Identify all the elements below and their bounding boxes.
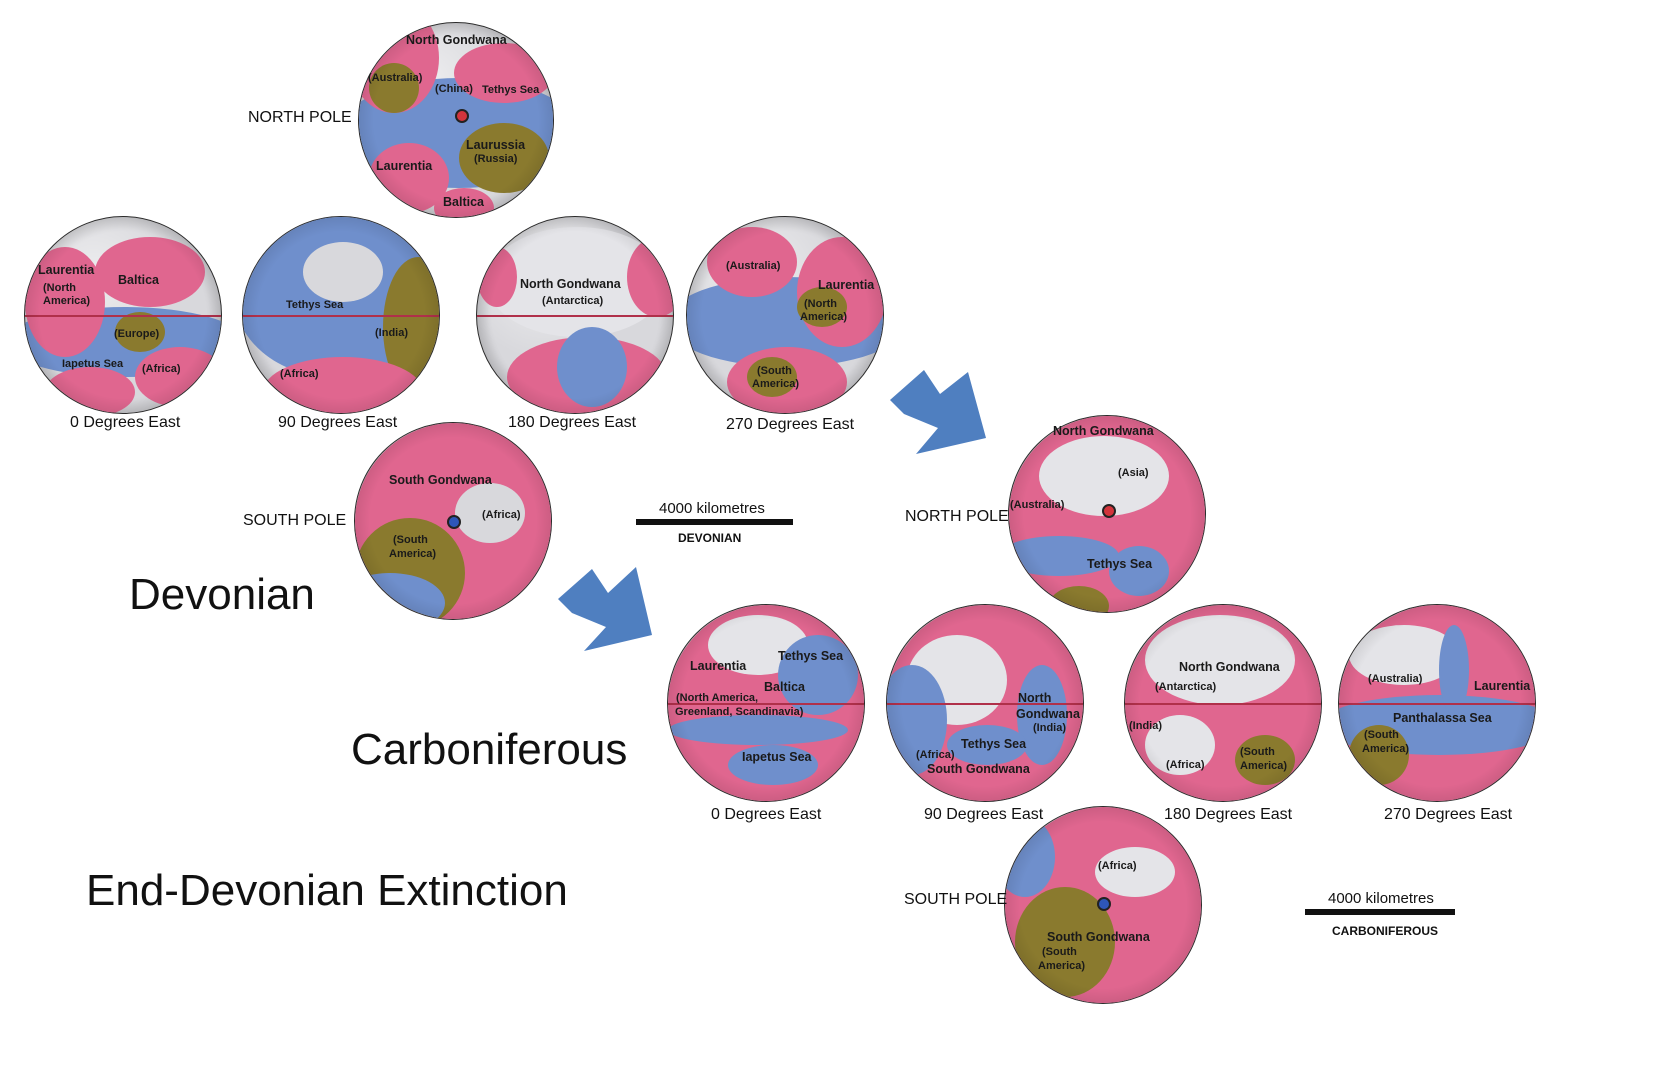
label-tethys-sea: Tethys Sea bbox=[1087, 557, 1153, 571]
label-baltica: Baltica bbox=[118, 273, 159, 287]
label-america: America) bbox=[752, 378, 800, 390]
label-africa: (Africa) bbox=[280, 368, 319, 380]
devonian-globe-90-east bbox=[242, 216, 440, 414]
label-australia: (Australia) bbox=[1010, 499, 1065, 511]
south-pole-marker-icon bbox=[447, 515, 461, 529]
carboniferous-north-pole-globe bbox=[1008, 415, 1206, 613]
label-europe: (Europe) bbox=[114, 328, 160, 340]
north-pole-marker-icon bbox=[455, 109, 469, 123]
label-south-gondwana: South Gondwana bbox=[389, 473, 492, 487]
devonian-globe-0-east bbox=[24, 216, 222, 414]
caption-270-degrees-east: 270 Degrees East bbox=[1384, 806, 1513, 823]
label-russia: (Russia) bbox=[474, 153, 518, 165]
label-laurentia: Laurentia bbox=[690, 659, 747, 673]
label-iapetus-sea: Iapetus Sea bbox=[742, 750, 812, 764]
label-south: (South bbox=[1042, 946, 1077, 958]
label-africa: (Africa) bbox=[916, 749, 955, 761]
label-antarctica: (Antarctica) bbox=[542, 295, 604, 307]
label-north-gondwana: North Gondwana bbox=[1179, 660, 1280, 674]
label-tethys-sea: Tethys Sea bbox=[778, 649, 844, 663]
label-gondwana: Gondwana bbox=[1016, 707, 1080, 721]
label-india: (India) bbox=[1129, 720, 1162, 732]
label-america: America) bbox=[389, 548, 437, 560]
arrow-to-carboniferous-north-icon bbox=[890, 370, 986, 454]
label-china: (China) bbox=[435, 83, 473, 95]
carboniferous-north-pole-label: NORTH POLE bbox=[905, 508, 1009, 525]
devonian-south-pole-globe bbox=[354, 422, 552, 620]
label-north-gondwana: North Gondwana bbox=[406, 33, 507, 47]
label-india: (India) bbox=[1033, 722, 1066, 734]
label-america: America) bbox=[800, 311, 848, 323]
caption-90-degrees-east: 90 Degrees East bbox=[278, 414, 398, 431]
devonian-north-pole-label: NORTH POLE bbox=[248, 109, 352, 126]
north-pole-marker-icon bbox=[1102, 504, 1116, 518]
label-panthalassa-sea: Panthalassa Sea bbox=[1393, 711, 1492, 725]
carboniferous-globe-0-east bbox=[667, 604, 865, 802]
label-africa: (Africa) bbox=[1098, 860, 1137, 872]
label-north-gondwana: North Gondwana bbox=[520, 277, 621, 291]
label-australia: (Australia) bbox=[368, 72, 423, 84]
label-america: America) bbox=[1240, 760, 1288, 772]
label-africa: (Africa) bbox=[482, 509, 521, 521]
label-america: America) bbox=[43, 295, 91, 307]
devonian-north-pole-globe bbox=[358, 22, 554, 218]
devonian-south-pole-label: SOUTH POLE bbox=[243, 512, 347, 529]
label-south: (South bbox=[757, 365, 792, 377]
label-america: America) bbox=[1038, 960, 1086, 972]
carboniferous-scale-text: 4000 kilometres bbox=[1328, 890, 1434, 907]
label-greenland-scandinavia: Greenland, Scandinavia) bbox=[675, 706, 804, 718]
label-australia: (Australia) bbox=[1368, 673, 1423, 685]
caption-0-degrees-east: 0 Degrees East bbox=[70, 414, 181, 431]
label-laurentia: Laurentia bbox=[1474, 679, 1531, 693]
arrow-to-carboniferous-globes-icon bbox=[558, 567, 652, 651]
devonian-scale-bar bbox=[636, 519, 793, 525]
label-india: (India) bbox=[375, 327, 408, 339]
label-australia: (Australia) bbox=[726, 260, 781, 272]
label-asia: (Asia) bbox=[1118, 467, 1149, 479]
label-south: (South bbox=[1364, 729, 1399, 741]
label-north: (North bbox=[43, 282, 76, 294]
carboniferous-globe-180-east bbox=[1124, 604, 1322, 802]
label-north-america: (North America, bbox=[676, 692, 759, 704]
label-south-gondwana: South Gondwana bbox=[1047, 930, 1150, 944]
label-antarctica: (Antarctica) bbox=[1155, 681, 1217, 693]
era-carboniferous-title: Carboniferous bbox=[351, 725, 628, 774]
devonian-scale-text: 4000 kilometres bbox=[659, 500, 765, 517]
label-tethys-sea: Tethys Sea bbox=[961, 737, 1027, 751]
caption-180-degrees-east: 180 Degrees East bbox=[1164, 806, 1293, 823]
label-baltica: Baltica bbox=[443, 195, 484, 209]
caption-180-degrees-east: 180 Degrees East bbox=[508, 414, 637, 431]
label-africa: (Africa) bbox=[142, 363, 181, 375]
label-baltica: Baltica bbox=[764, 680, 805, 694]
label-tethys-sea: Tethys Sea bbox=[286, 299, 344, 311]
carboniferous-scale-era: CARBONIFEROUS bbox=[1332, 924, 1439, 938]
carboniferous-scale-bar bbox=[1305, 909, 1455, 915]
caption-0-degrees-east: 0 Degrees East bbox=[711, 806, 822, 823]
label-america: America) bbox=[1362, 743, 1410, 755]
carboniferous-south-pole-label: SOUTH POLE bbox=[904, 891, 1008, 908]
south-pole-marker-icon bbox=[1097, 897, 1111, 911]
label-north: North bbox=[1018, 691, 1052, 705]
label-laurussia: Laurussia bbox=[466, 138, 526, 152]
label-north-gondwana: North Gondwana bbox=[1053, 424, 1154, 438]
caption-270-degrees-east: 270 Degrees East bbox=[726, 416, 855, 433]
carboniferous-south-pole-globe bbox=[1004, 806, 1202, 1004]
label-south: (South bbox=[393, 534, 428, 546]
label-laurentia: Laurentia bbox=[376, 159, 433, 173]
label-laurentia: Laurentia bbox=[38, 263, 95, 277]
label-north: (North bbox=[804, 298, 837, 310]
main-title: End-Devonian Extinction bbox=[86, 866, 568, 915]
label-south: (South bbox=[1240, 746, 1275, 758]
era-devonian-title: Devonian bbox=[129, 570, 315, 619]
label-tethys-sea: Tethys Sea bbox=[482, 84, 540, 96]
devonian-globe-180-east bbox=[476, 216, 674, 414]
carboniferous-globe-270-east bbox=[1338, 604, 1536, 802]
devonian-scale-era: DEVONIAN bbox=[678, 531, 742, 545]
label-africa: (Africa) bbox=[1166, 759, 1205, 771]
label-south-gondwana: South Gondwana bbox=[927, 762, 1030, 776]
label-laurentia: Laurentia bbox=[818, 278, 875, 292]
label-iapetus-sea: Iapetus Sea bbox=[62, 358, 124, 370]
